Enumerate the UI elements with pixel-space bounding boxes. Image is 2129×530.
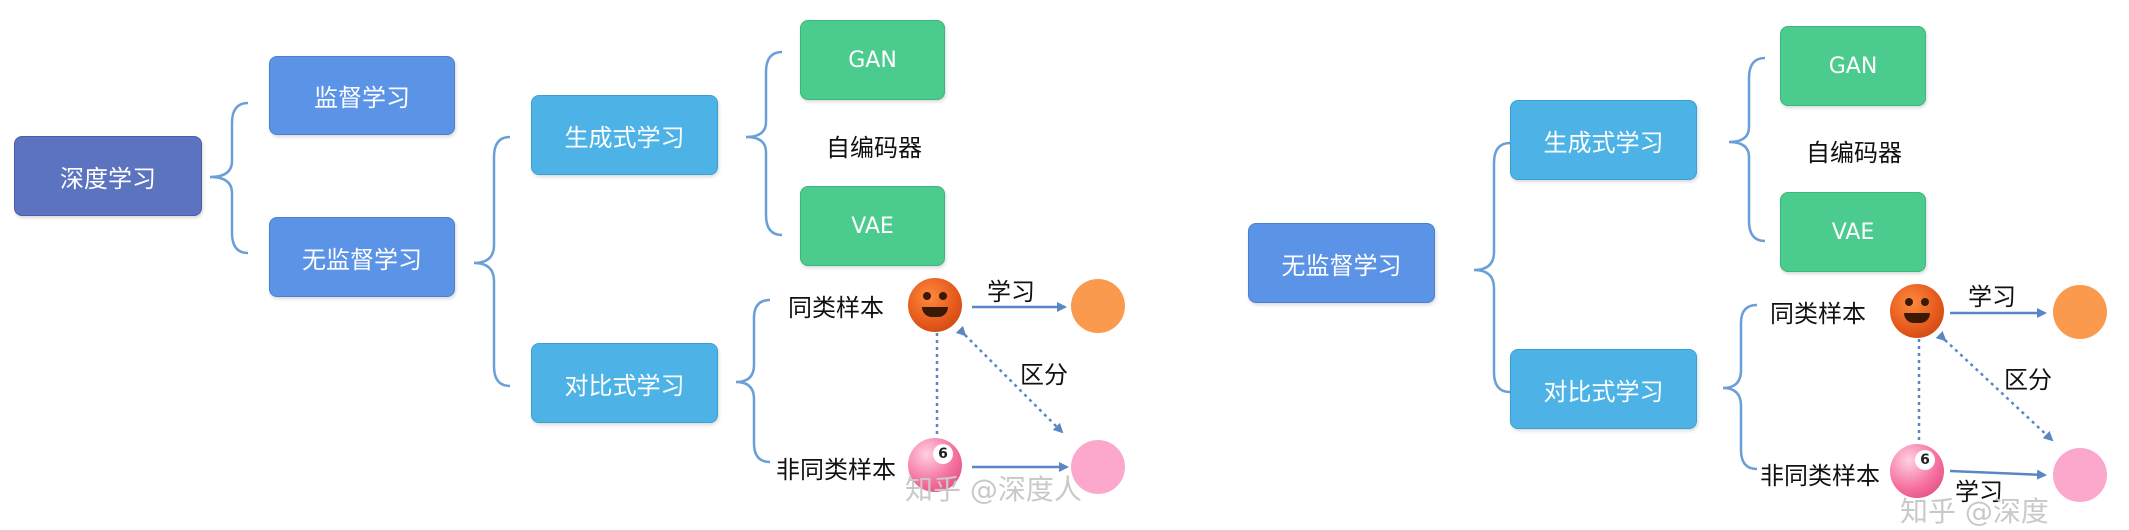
billiard-ball-icon — [908, 438, 962, 492]
pumpkin-ball-icon — [908, 278, 962, 332]
label-distinguish: 区分 — [1020, 361, 1068, 389]
node-contrastive-right-label: 对比式学习 — [1543, 377, 1664, 406]
label-learn: 学习 — [987, 278, 1035, 306]
node-supervised: 监督学习 — [269, 56, 455, 135]
label-same-class-right: 同类样本 — [1770, 300, 1866, 328]
node-vae-right-label: VAE — [1831, 219, 1875, 245]
arrow-learn-bottom-right — [1949, 469, 2047, 480]
node-contrastive-right: 对比式学习 — [1510, 349, 1697, 429]
node-vae: VAE — [800, 186, 945, 266]
orange-circle-right — [2053, 285, 2107, 339]
node-generative: 生成式学习 — [531, 95, 718, 175]
label-learn-right: 学习 — [1968, 283, 2016, 311]
node-unsupervised: 无监督学习 — [269, 217, 455, 297]
node-contrastive: 对比式学习 — [531, 343, 718, 423]
node-unsupervised-label: 无监督学习 — [302, 245, 422, 274]
billiard-ball-icon-right — [1890, 444, 1944, 498]
pink-circle-right — [2053, 448, 2107, 502]
brace-root — [209, 101, 249, 255]
pink-circle — [1071, 440, 1125, 494]
node-generative-right: 生成式学习 — [1510, 100, 1697, 180]
brace-generative — [745, 50, 783, 237]
brace-unsupervised — [473, 135, 511, 388]
pumpkin-ball-icon-right — [1890, 284, 1944, 338]
arrow-distinguish-left — [955, 325, 1064, 434]
node-generative-label: 生成式学习 — [564, 123, 685, 152]
node-gan-right: GAN — [1780, 26, 1926, 106]
label-diff-class: 非同类样本 — [776, 456, 896, 484]
brace-contrastive — [735, 298, 771, 464]
node-unsupervised-right-label: 无监督学习 — [1281, 251, 1402, 280]
label-diff-class-right: 非同类样本 — [1760, 462, 1880, 490]
orange-circle — [1071, 279, 1125, 333]
node-unsupervised-right: 无监督学习 — [1248, 223, 1435, 303]
node-vae-label: VAE — [851, 213, 894, 239]
watermark-right: 知乎 @深度 — [1900, 495, 2049, 528]
node-gan-label: GAN — [848, 47, 897, 73]
node-deep-learning: 深度学习 — [14, 136, 202, 216]
brace-contrastive-right — [1722, 303, 1758, 471]
node-generative-right-label: 生成式学习 — [1543, 128, 1664, 157]
node-contrastive-label: 对比式学习 — [564, 371, 685, 400]
watermark-left: 知乎 @深度人 — [905, 473, 1082, 506]
node-autoencoder-right: 自编码器 — [1806, 139, 1902, 167]
label-same-class: 同类样本 — [788, 294, 884, 322]
node-vae-right: VAE — [1780, 192, 1926, 272]
node-gan: GAN — [800, 20, 945, 100]
brace-unsupervised-right — [1473, 141, 1511, 394]
node-deep-learning-label: 深度学习 — [60, 164, 156, 193]
label-learn-bottom-right: 学习 — [1955, 478, 2003, 506]
brace-generative-right — [1728, 56, 1766, 243]
label-distinguish-right: 区分 — [2004, 366, 2052, 394]
node-autoencoder: 自编码器 — [826, 134, 922, 162]
node-gan-right-label: GAN — [1828, 53, 1878, 79]
node-supervised-label: 监督学习 — [314, 84, 410, 112]
